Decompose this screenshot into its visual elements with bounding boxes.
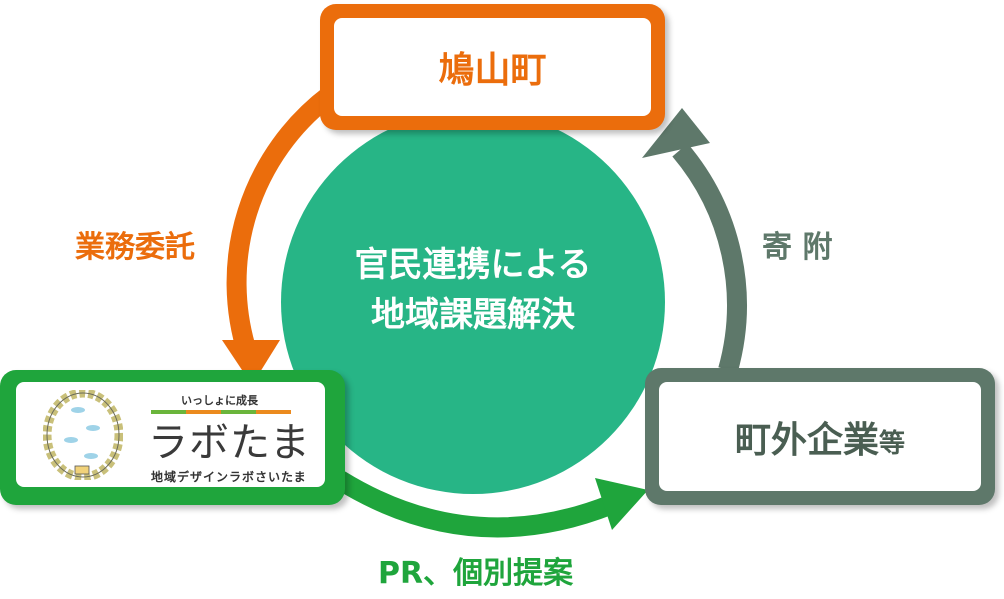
labtama-egg-logo-icon: [43, 390, 123, 480]
donation-arrowhead: [642, 108, 710, 158]
labtama-tagline: いっしょに成長: [181, 394, 258, 407]
center-circle: [281, 110, 665, 494]
external-suffix: 等: [879, 429, 906, 459]
proposal-arrowhead: [595, 478, 648, 530]
labtama-box: いっしょに成長 ラボたま 地域デザインラボさいたま: [0, 370, 345, 505]
logo-color-bar: [151, 410, 291, 414]
external-box: 町外企業等: [645, 368, 995, 505]
center-line-1: 官民連携による: [354, 245, 592, 285]
labtama-logo-text: ラボたま: [148, 420, 311, 466]
labtama-subtitle: 地域デザインラボさいたま: [151, 470, 307, 484]
commission-arrow: [226, 87, 337, 359]
town-label: 鳩山町: [438, 50, 547, 91]
external-label: 町外企業: [734, 419, 879, 461]
commission-arrowhead: [222, 340, 280, 385]
proposal-label: PR、個別提案: [378, 556, 574, 591]
donation-label: 寄 附: [762, 230, 833, 265]
donation-arrow: [672, 143, 747, 373]
proposal-arrow: [334, 471, 614, 538]
center-line-2: 地域課題解決: [371, 295, 575, 335]
commission-label: 業務委託: [75, 230, 195, 265]
town-box: 鳩山町: [320, 4, 665, 130]
center-text: 官民連携による 地域課題解決: [283, 240, 663, 340]
